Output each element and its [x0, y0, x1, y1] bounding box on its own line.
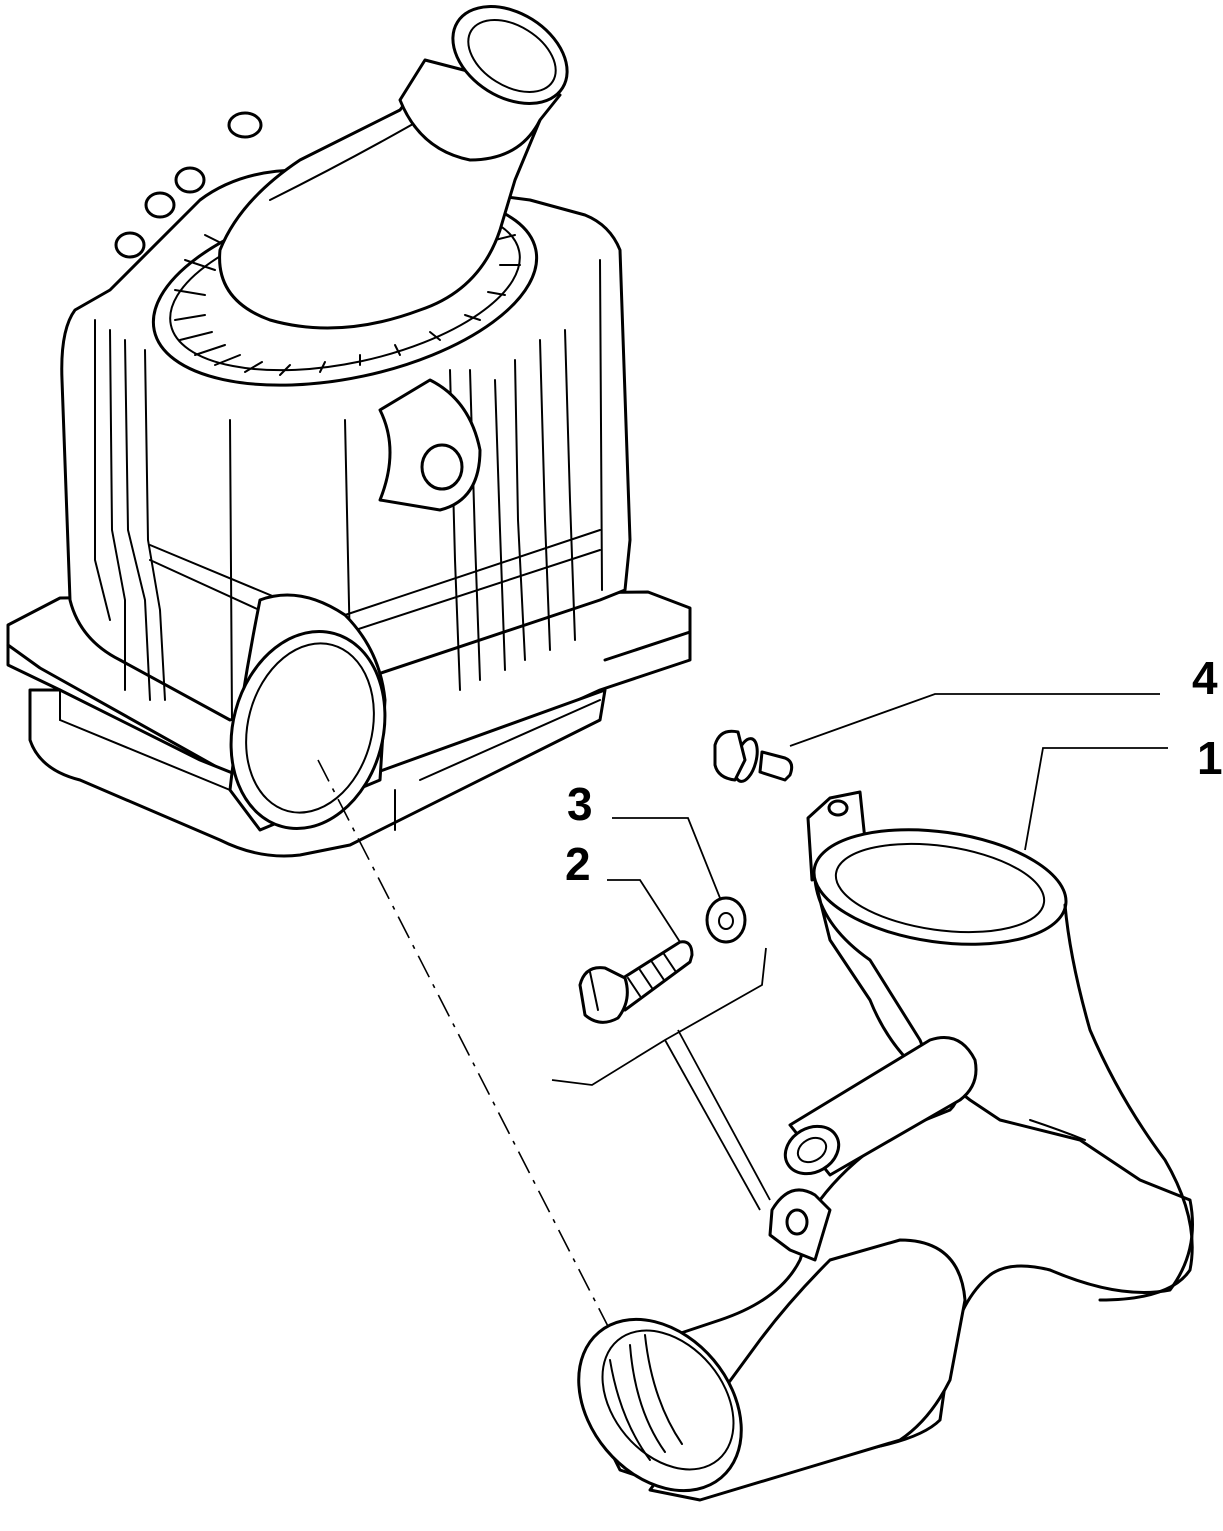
flange-bolt-part-4	[713, 729, 794, 783]
alignment-line	[317, 759, 616, 1341]
air-filter-housing	[6, 5, 692, 858]
leader-1	[1024, 747, 1168, 851]
callout-1: 1	[1197, 732, 1223, 784]
intake-hose	[577, 790, 1194, 1502]
callout-3: 3	[567, 778, 593, 830]
cover-fins	[174, 234, 521, 376]
callout-4: 4	[1192, 652, 1218, 704]
leader-2	[607, 879, 681, 943]
leader-4	[789, 693, 1160, 747]
washer-part-3	[705, 896, 747, 944]
leader-3	[612, 817, 721, 899]
bolt-part-2	[578, 940, 694, 1024]
installation-leader-lines	[551, 947, 771, 1211]
callout-2: 2	[565, 838, 591, 890]
